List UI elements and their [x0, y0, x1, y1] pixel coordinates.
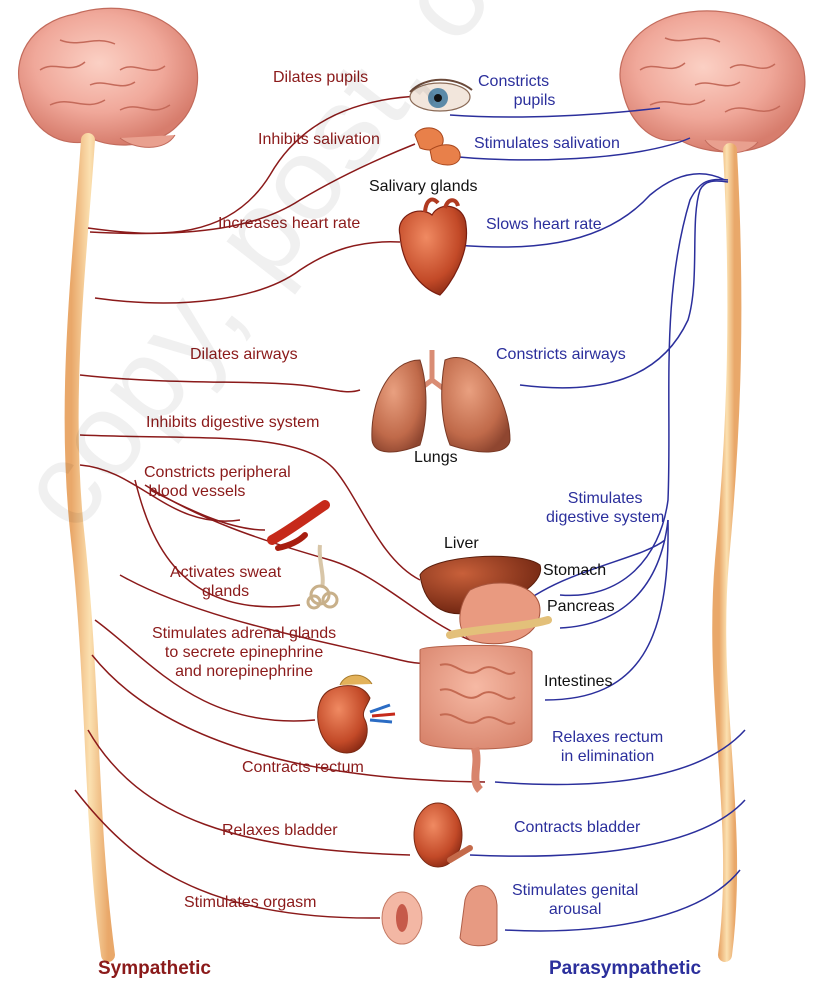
salivary-glands-icon	[415, 128, 460, 165]
label-slows-heart-rate: Slows heart rate	[486, 215, 602, 234]
male-genital-icon	[460, 886, 497, 946]
label-stimulates-digestive-system: Stimulates digestive system	[546, 489, 664, 527]
label-constricts-pupils: Constricts pupils	[478, 72, 555, 110]
label-stimulates-adrenal-glands: Stimulates adrenal glands to secrete epi…	[152, 624, 336, 681]
label-relaxes-bladder: Relaxes bladder	[222, 821, 338, 840]
label-liver: Liver	[444, 534, 479, 553]
label-relaxes-rectum: Relaxes rectum in elimination	[552, 728, 663, 766]
label-constricts-airways: Constricts airways	[496, 345, 626, 364]
label-stimulates-orgasm: Stimulates orgasm	[184, 893, 317, 912]
label-constricts-peripheral-blood-vessels: Constricts peripheral blood vessels	[144, 463, 291, 501]
heart-icon	[399, 200, 466, 295]
label-inhibits-digestive-system: Inhibits digestive system	[146, 413, 319, 432]
right-brain	[620, 11, 805, 153]
label-stomach: Stomach	[543, 561, 606, 580]
label-contracts-bladder: Contracts bladder	[514, 818, 640, 837]
label-inhibits-salivation: Inhibits salivation	[258, 130, 380, 149]
left-spinal-cord	[72, 140, 108, 955]
bladder-icon	[414, 803, 470, 867]
intestines-icon	[420, 645, 532, 790]
footer-parasympathetic: Parasympathetic	[549, 958, 701, 980]
label-contracts-rectum: Contracts rectum	[242, 758, 364, 777]
label-salivary-glands: Salivary glands	[369, 177, 478, 196]
left-brain	[19, 8, 198, 147]
blood-vessel-icon	[272, 505, 325, 548]
label-dilates-pupils: Dilates pupils	[273, 68, 368, 87]
label-intestines: Intestines	[544, 672, 612, 691]
footer-sympathetic: Sympathetic	[98, 958, 211, 980]
label-lungs: Lungs	[414, 448, 458, 467]
lungs-icon	[372, 350, 510, 452]
label-activates-sweat-glands: Activates sweat glands	[170, 563, 281, 601]
female-genital-icon	[382, 892, 422, 944]
label-dilates-airways: Dilates airways	[190, 345, 298, 364]
kidney-icon	[318, 675, 395, 753]
label-stimulates-genital-arousal: Stimulates genital arousal	[512, 881, 638, 919]
eye-icon	[410, 80, 472, 111]
label-stimulates-salivation: Stimulates salivation	[474, 134, 620, 153]
right-spinal-cord	[719, 150, 734, 955]
label-pancreas: Pancreas	[547, 597, 615, 616]
label-increases-heart-rate: Increases heart rate	[218, 214, 360, 233]
